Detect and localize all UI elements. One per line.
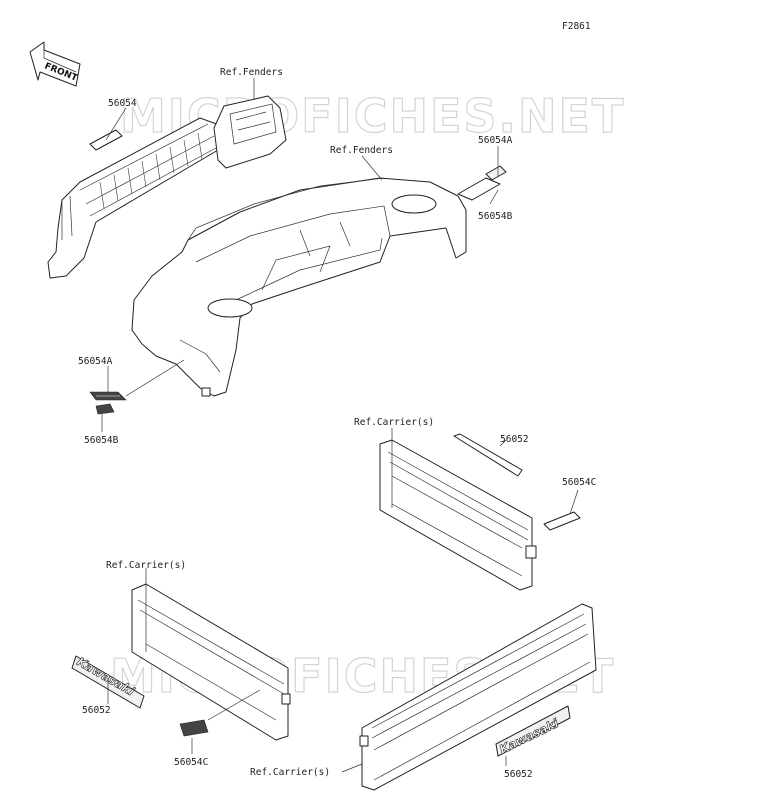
- left-carrier-gate-part: [131, 583, 291, 741]
- bottom-carrier-gate-part: [359, 603, 597, 791]
- label-56054-top: 56054: [108, 98, 137, 109]
- label-56052-bottom: 56052: [504, 769, 533, 780]
- sticker-56054A-right: [457, 177, 501, 201]
- sticker-56054B-right: [485, 165, 507, 181]
- leader-lines: [101, 78, 579, 773]
- label-56054C-left: 56054C: [174, 757, 208, 768]
- fender-bracket-part: [213, 95, 287, 169]
- label-56052-left: 56052: [82, 705, 111, 716]
- front-grille-part: [47, 117, 223, 279]
- label-56052-right: 56052: [500, 434, 529, 445]
- label-56054A-right: 56054A: [478, 135, 513, 146]
- label-ref-carriers-3: Ref.Carrier(s): [250, 767, 330, 778]
- sticker-56054C-left: [179, 719, 209, 737]
- sticker-56052-right: [453, 433, 523, 477]
- label-ref-fenders-2: Ref.Fenders: [330, 145, 393, 156]
- diagram-code: F2861: [562, 21, 591, 32]
- label-56054A-left: 56054A: [78, 356, 113, 367]
- sticker-56054A-left: [89, 391, 127, 401]
- kawasaki-decal-bottom-text: Kawasaki: [497, 716, 561, 757]
- label-56054B-right: 56054B: [478, 211, 513, 222]
- rear-fender-tub-part: [131, 177, 467, 397]
- label-ref-carriers-1: Ref.Carrier(s): [354, 417, 434, 428]
- label-56054B-left: 56054B: [84, 435, 119, 446]
- front-arrow-icon: FRONT: [29, 41, 81, 87]
- label-ref-fenders-1: Ref.Fenders: [220, 67, 283, 78]
- label-ref-carriers-2: Ref.Carrier(s): [106, 560, 186, 571]
- sticker-56054C-right: [543, 511, 581, 531]
- right-carrier-gate-part: [379, 439, 537, 591]
- label-56054C-right: 56054C: [562, 477, 596, 488]
- sticker-56054B-left: [95, 403, 115, 415]
